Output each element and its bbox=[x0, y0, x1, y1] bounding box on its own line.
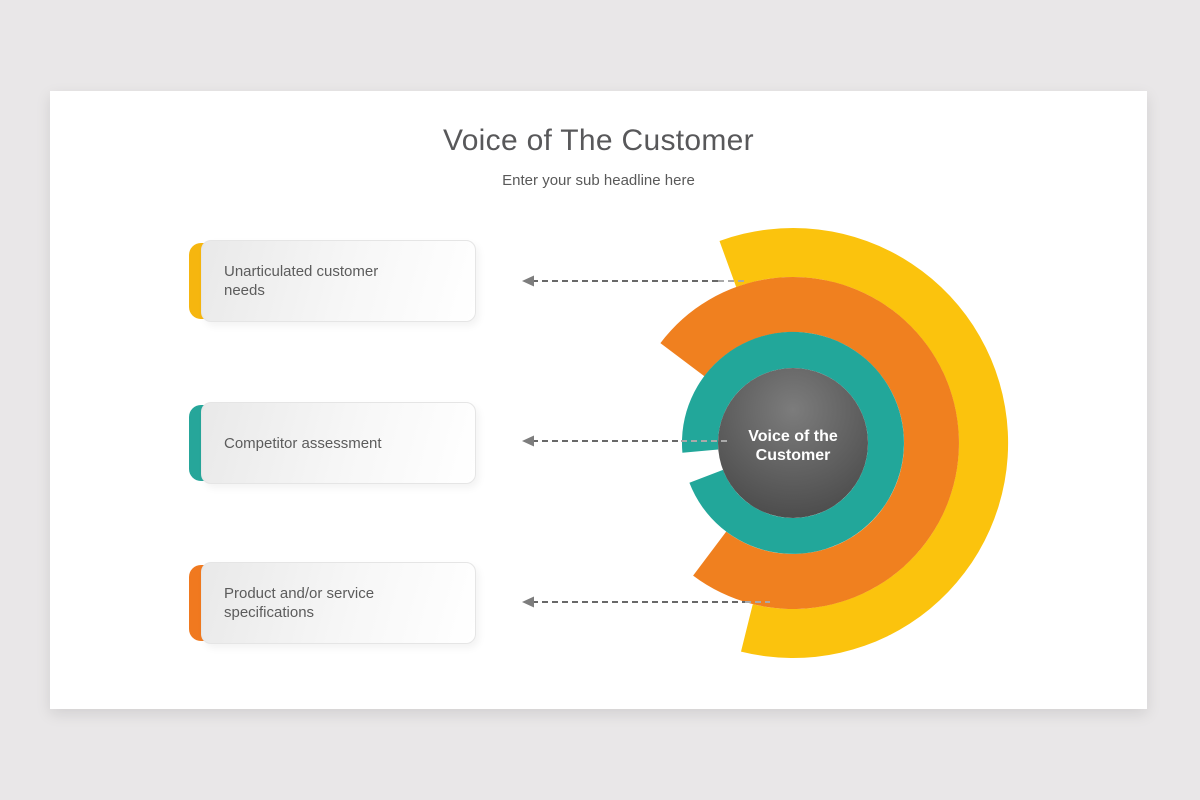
item-panel: Unarticulated customer needs bbox=[201, 240, 476, 322]
item-label: Competitor assessment bbox=[224, 434, 382, 452]
left-arrowhead-icon-2 bbox=[522, 596, 534, 608]
item-box-product-service-specs: Product and/or service specifications bbox=[189, 562, 476, 644]
item-label: Product and/or service specifications bbox=[224, 585, 375, 621]
item-box-unarticulated-needs: Unarticulated customer needs bbox=[189, 240, 476, 322]
left-arrowhead-icon-1 bbox=[522, 435, 534, 447]
left-arrowhead-icon-0 bbox=[522, 275, 534, 287]
item-label: Unarticulated customer needs bbox=[224, 263, 379, 299]
item-panel: Competitor assessment bbox=[201, 402, 476, 484]
page-title: Voice of The Customer bbox=[443, 124, 754, 157]
slide-canvas: Voice of The Customer Enter your sub hea… bbox=[50, 91, 1147, 709]
center-circle-label: Voice of the Customer bbox=[748, 428, 838, 464]
item-panel: Product and/or service specifications bbox=[201, 562, 476, 644]
item-box-competitor-assessment: Competitor assessment bbox=[189, 402, 476, 484]
page-subtitle: Enter your sub headline here bbox=[502, 172, 695, 189]
